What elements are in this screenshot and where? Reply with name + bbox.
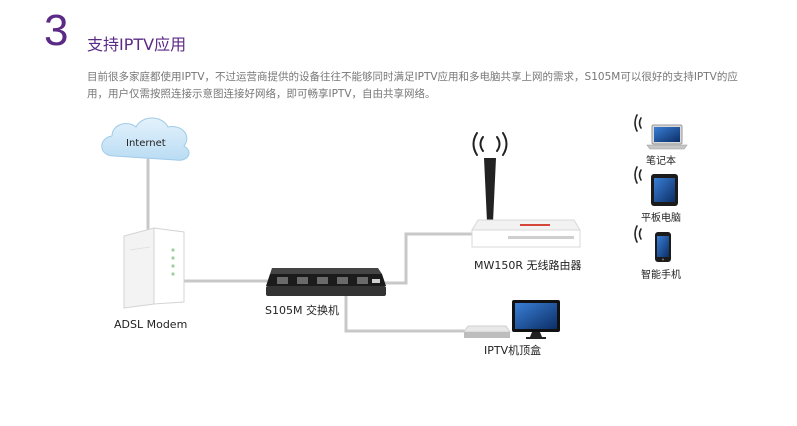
smartphone-wifi-icon (634, 225, 642, 243)
section-number: 3 (44, 6, 69, 55)
router-wifi-icon (472, 132, 508, 156)
internet-cloud (101, 117, 190, 161)
modem-label: ADSL Modem (114, 318, 188, 331)
internet-label: Internet (126, 138, 166, 149)
mw150r-router (471, 132, 581, 248)
tablet-wifi-icon (634, 166, 642, 184)
cable-switch-stb (344, 294, 466, 333)
switch-label: S105M 交换机 (265, 304, 339, 317)
cables (146, 158, 478, 333)
section-title: 支持IPTV应用 (87, 35, 187, 54)
client-label-smartphone: 智能手机 (641, 270, 681, 281)
cable-switch-router (378, 232, 478, 285)
laptop-wifi-icon (634, 114, 642, 132)
smartphone-icon (655, 232, 671, 262)
laptop-icon (646, 124, 688, 150)
iptv-set-top-box (463, 325, 511, 338)
client-label-tablet: 平板电脑 (641, 213, 681, 224)
s105m-switch (266, 268, 386, 296)
tablet-icon (651, 174, 678, 206)
adsl-modem (123, 227, 185, 309)
client-label-laptop: 笔记本 (646, 156, 676, 167)
section-description: 目前很多家庭都使用IPTV，不过运营商提供的设备往往不能够同时满足IPTV应用和… (87, 71, 738, 100)
stb-label: IPTV机顶盒 (484, 344, 542, 357)
tv-monitor (512, 300, 560, 339)
router-label: MW150R 无线路由器 (474, 259, 582, 272)
